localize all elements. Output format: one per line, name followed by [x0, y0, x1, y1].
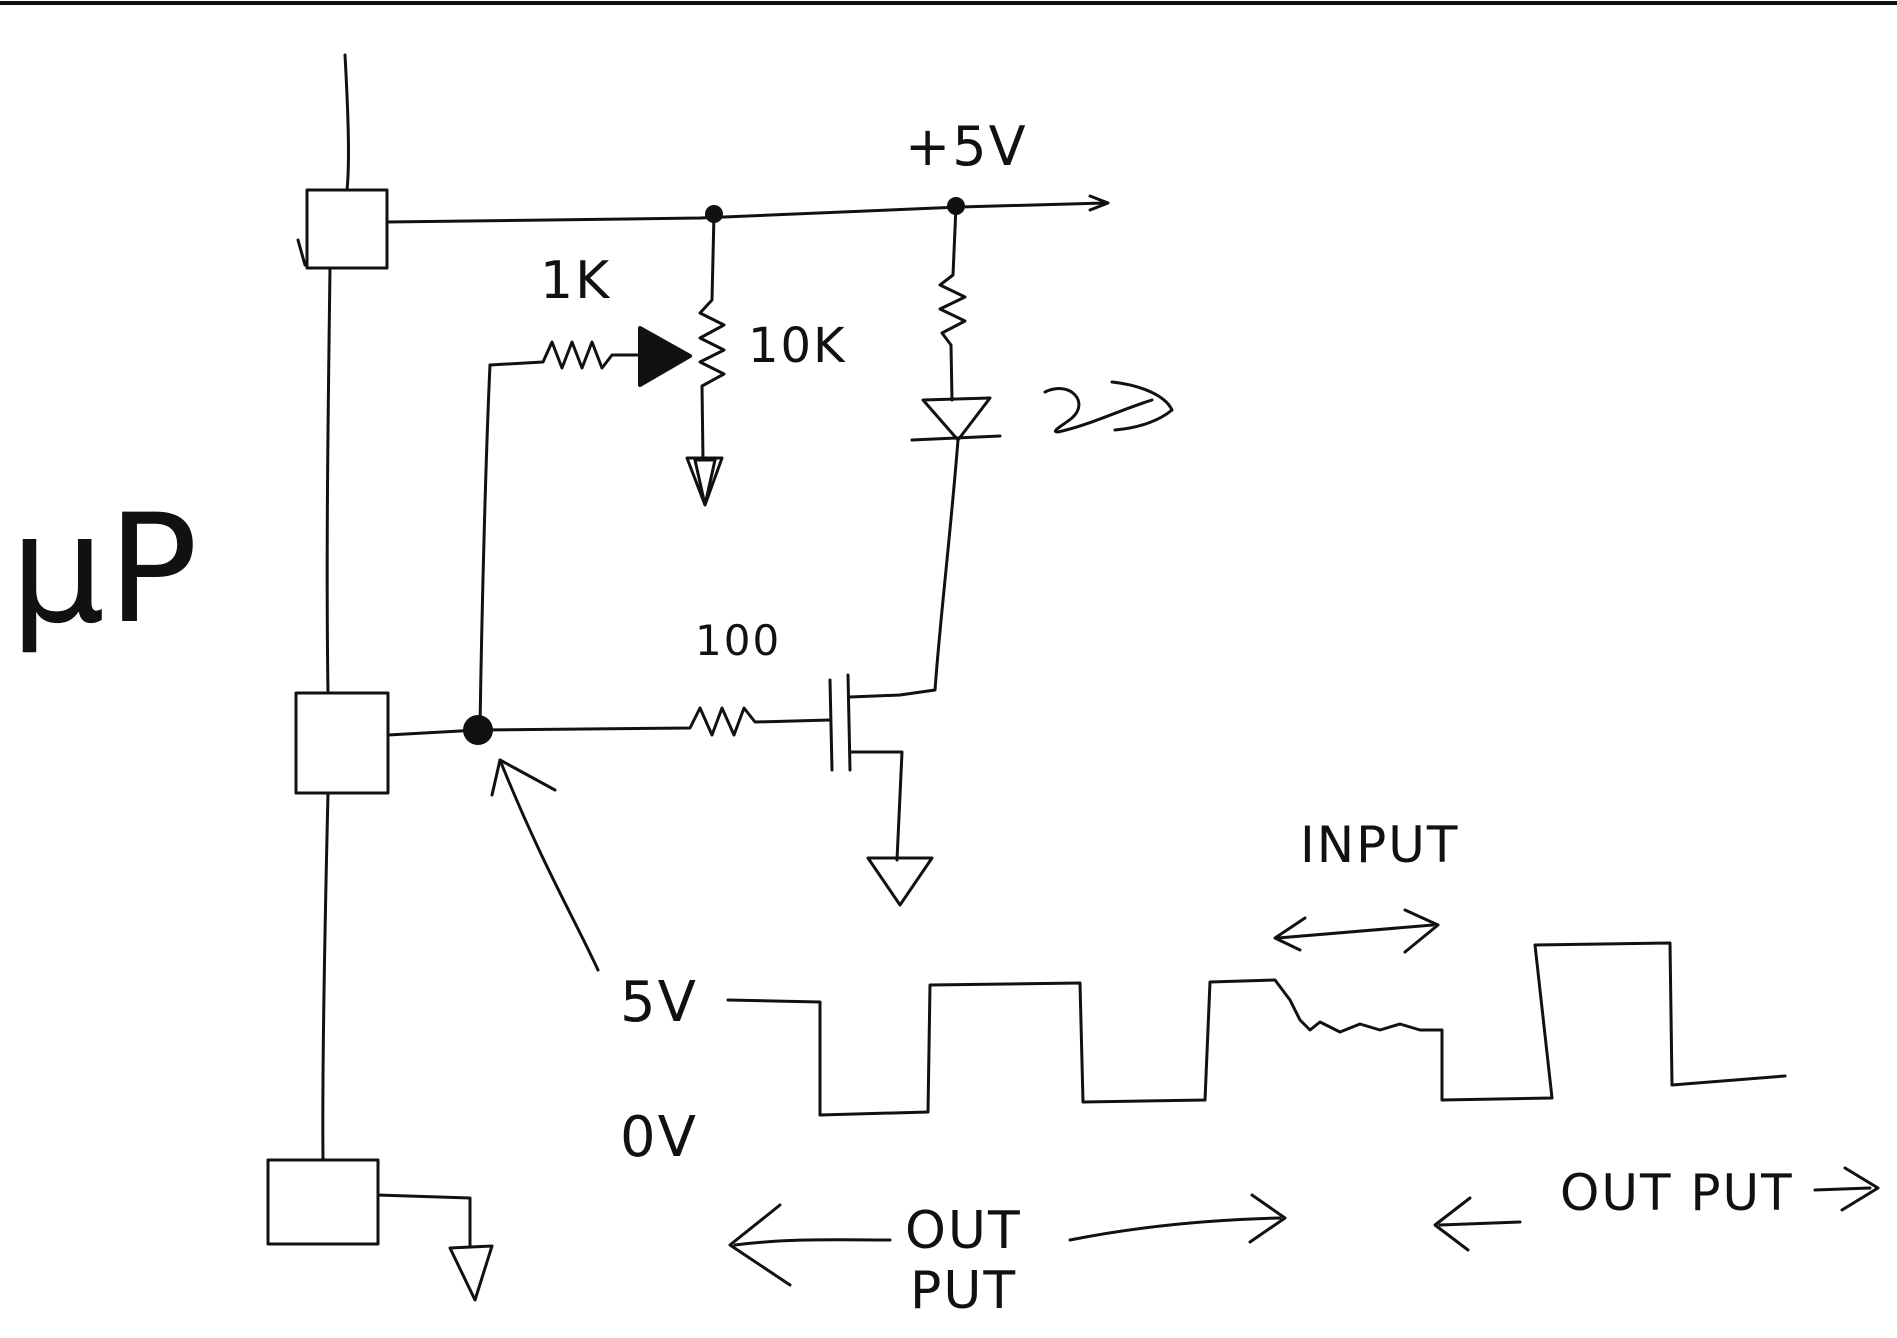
- square-waveform: [726, 941, 1787, 1117]
- output-right-arrow-shaft: [1438, 1220, 1522, 1227]
- led-resistor: [938, 204, 967, 402]
- output-left-arrow-right-shaft: [1068, 1216, 1282, 1242]
- mosfet-gate-plate: [828, 678, 834, 772]
- supply-voltage-label: +5V: [905, 115, 1028, 178]
- supply-rail-arrow: [1088, 194, 1110, 212]
- low-voltage-label: 0V: [620, 1105, 698, 1170]
- output-left-arrow-shaft: [733, 1238, 892, 1247]
- microprocessor-label: μP: [10, 483, 200, 657]
- output-left-arrow-right-head: [1248, 1193, 1287, 1244]
- ground-symbol-bottom: [448, 1244, 494, 1302]
- pointer-arrow-head: [490, 758, 557, 797]
- mcu-pin-box-middle: [294, 691, 390, 795]
- output-right-arrow-right-head: [1840, 1166, 1880, 1212]
- pin-to-node-wire: [386, 728, 480, 737]
- led-triangle: [921, 396, 992, 442]
- mosfet-channel: [846, 673, 852, 772]
- pointer-arrow-shaft: [498, 758, 600, 972]
- input-arrow-right-head: [1403, 908, 1440, 954]
- mcu-line-lower: [321, 791, 330, 1162]
- output-left-label-line2: PUT: [910, 1261, 1018, 1321]
- resistor-100-label: 100: [695, 616, 782, 665]
- output-right-arrow-right-shaft: [1813, 1186, 1872, 1192]
- resistor-100: [476, 706, 832, 737]
- ground-symbol-pot: [693, 458, 717, 506]
- mcu-line-top: [343, 53, 350, 192]
- input-label: INPUT: [1300, 816, 1460, 874]
- resistor-1k-label: 1K: [540, 251, 612, 311]
- high-voltage-label: 5V: [620, 970, 698, 1035]
- mcu-pin-tick: [296, 238, 307, 267]
- mosfet-source-wire: [848, 750, 904, 862]
- mcu-pin-box-bottom: [266, 1158, 380, 1246]
- feedback-wire: [478, 363, 492, 729]
- led-light-arrow-2: [1110, 380, 1174, 432]
- mcu-line-upper: [325, 266, 332, 695]
- output-left-arrow-head: [728, 1203, 792, 1287]
- input-arrow-shaft: [1276, 923, 1435, 940]
- mosfet-drain-stub: [848, 693, 902, 699]
- bottom-pin-wire: [376, 1193, 472, 1247]
- led-bar: [910, 434, 1002, 442]
- input-arrow-left-head: [1273, 916, 1307, 952]
- ground-symbol-mosfet: [866, 856, 934, 907]
- led-to-drain-wire: [898, 438, 960, 697]
- wiper-arrow: [638, 326, 692, 387]
- ground-symbol-pot-outline: [685, 456, 724, 507]
- output-right-label: OUT PUT: [1560, 1164, 1794, 1222]
- output-right-arrow-left-head: [1433, 1196, 1472, 1252]
- potentiometer-10k-label: 10K: [748, 318, 847, 374]
- mcu-pin-box-top: [305, 188, 389, 270]
- resistor-1k: [488, 340, 642, 370]
- led-light-arrow-1: [1043, 387, 1154, 434]
- output-left-label-line1: OUT: [905, 1201, 1022, 1261]
- potentiometer-10k: [698, 212, 726, 462]
- supply-rail: [385, 201, 1107, 224]
